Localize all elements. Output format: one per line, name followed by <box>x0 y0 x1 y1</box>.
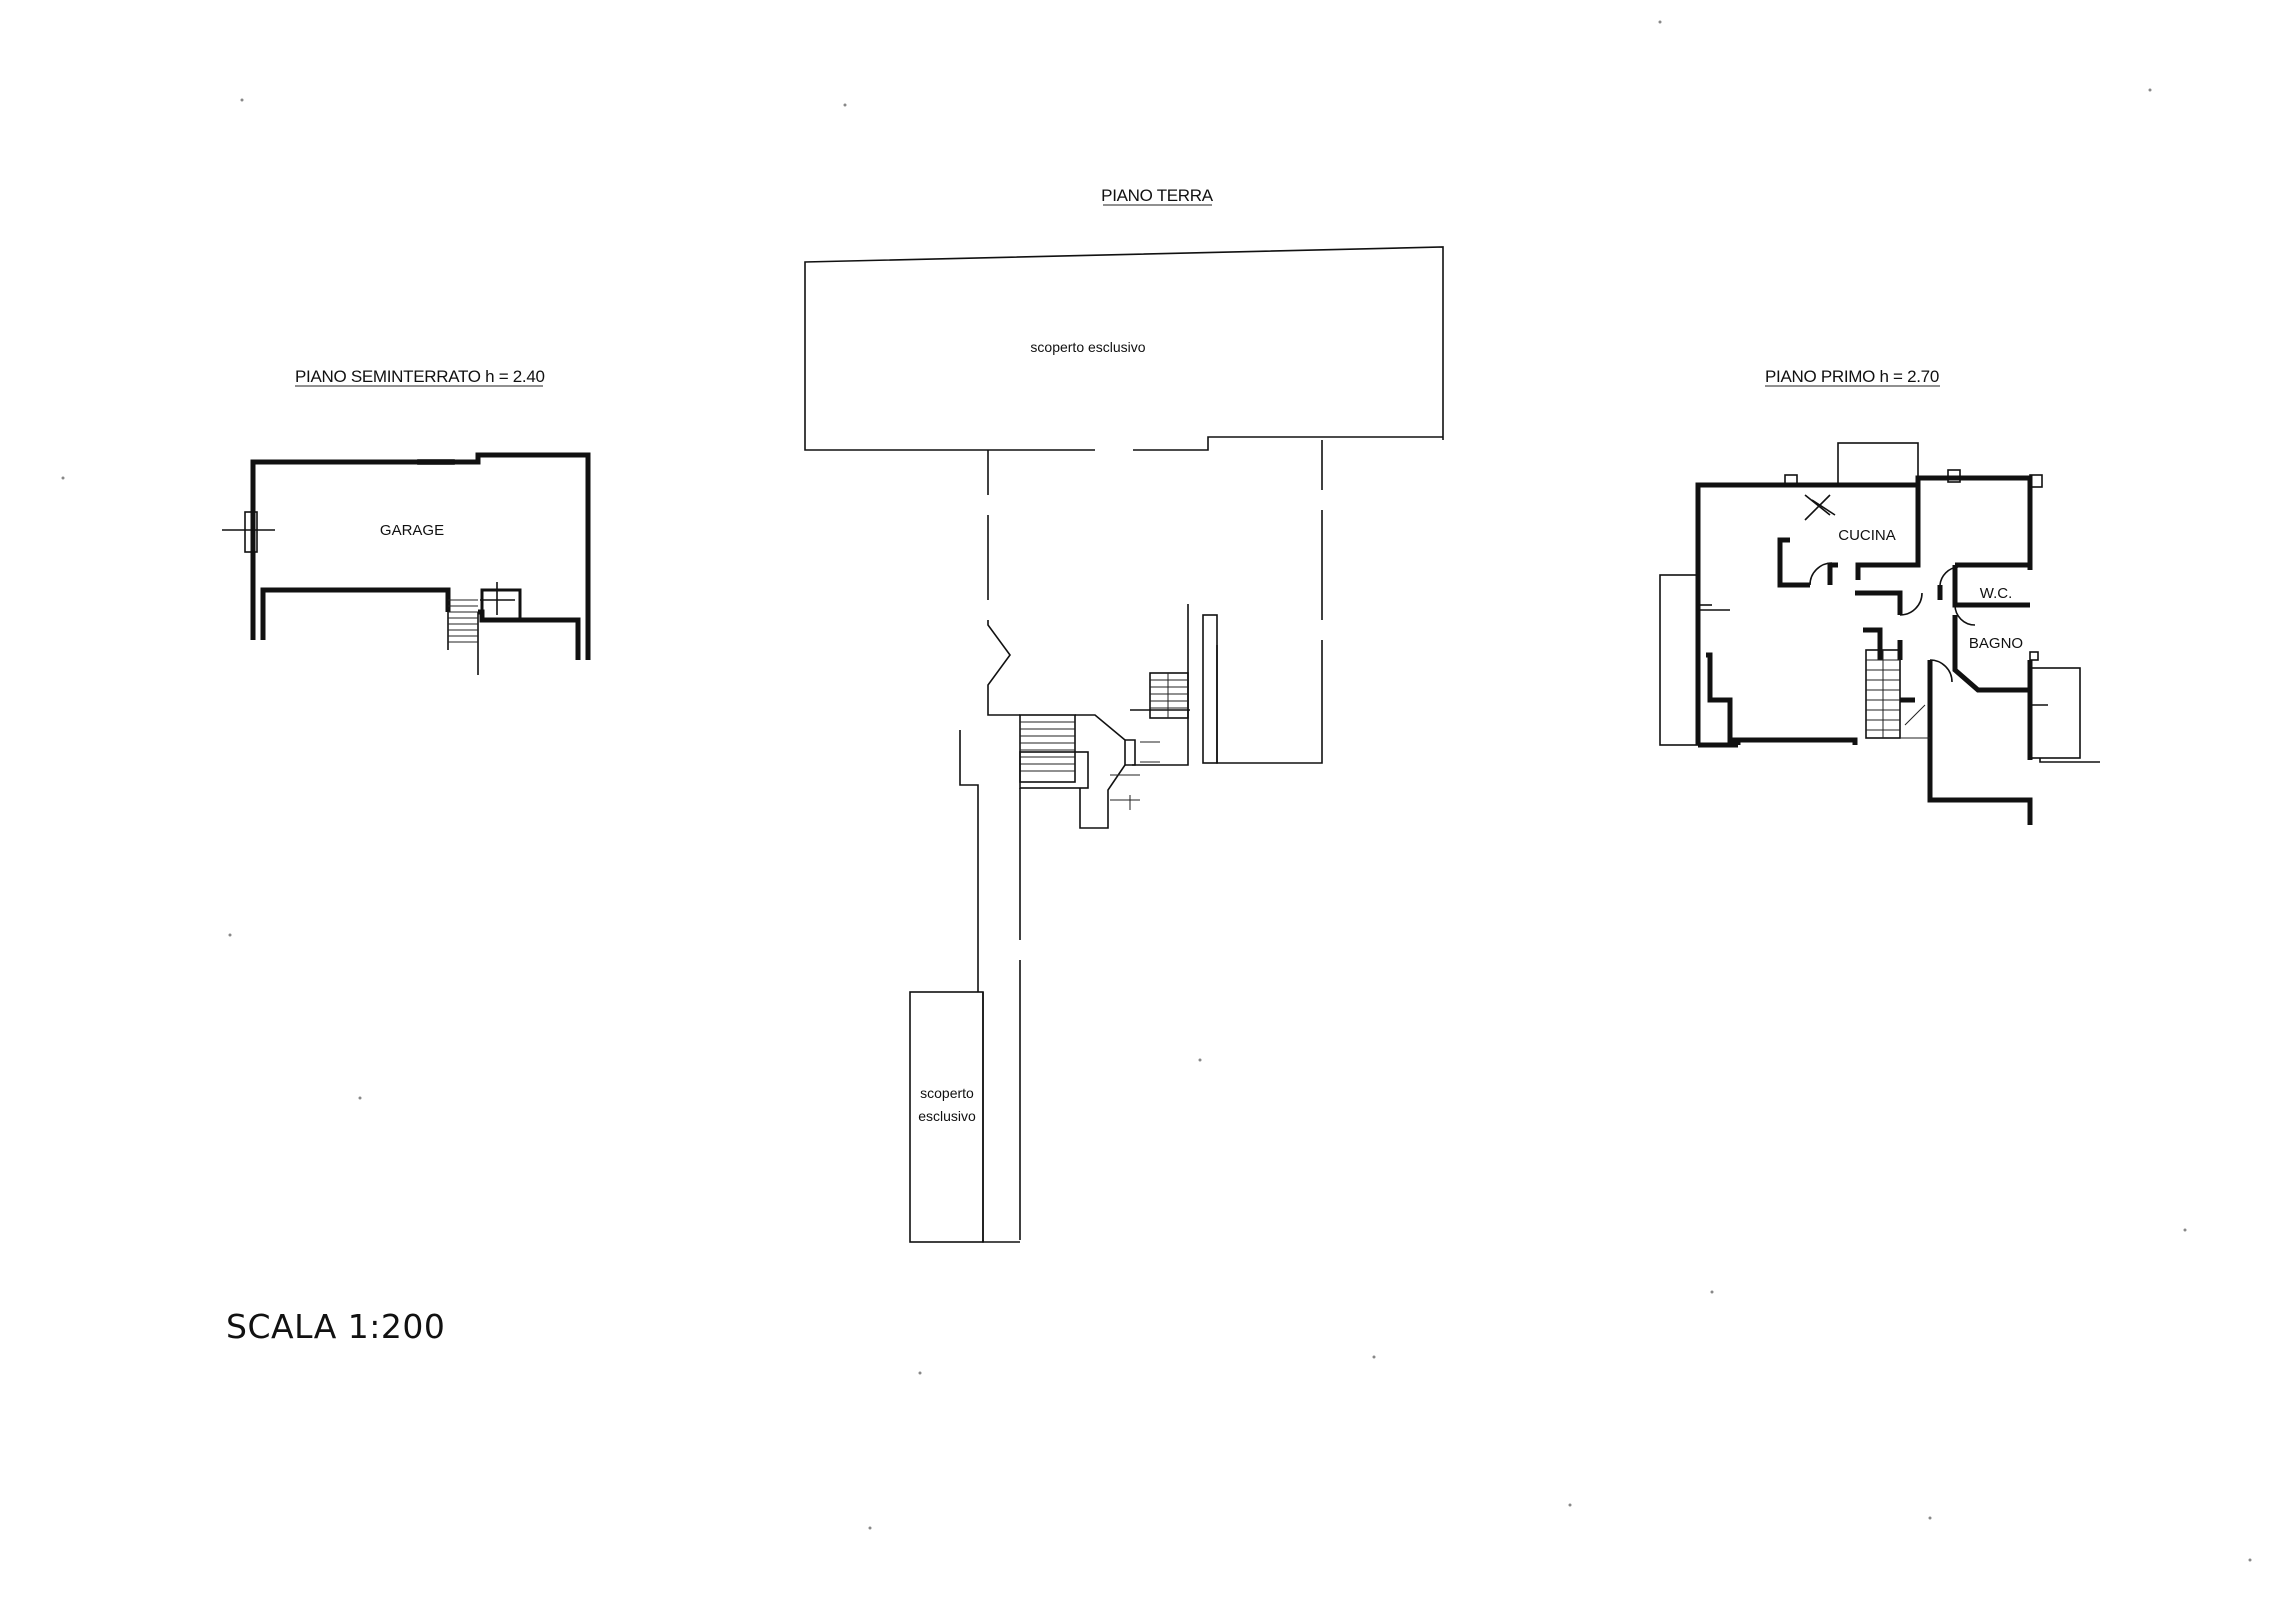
basement-walls <box>222 452 591 675</box>
ground-courtyard <box>987 440 1323 766</box>
kitchen-label: CUCINA <box>1838 527 1896 544</box>
scale-label: SCALA 1:200 <box>226 1307 445 1346</box>
top-yard-outline <box>804 246 1444 451</box>
wc-label: W.C. <box>1980 585 2013 602</box>
ground-plan-title: PIANO TERRA <box>1101 186 1214 205</box>
bottom-yard-label-line2: esclusivo <box>918 1108 976 1124</box>
bottom-yard-outline <box>909 991 984 1243</box>
basement-stairs <box>448 599 478 643</box>
first-plan-title: PIANO PRIMO h = 2.70 <box>1765 367 1939 386</box>
ground-access-path <box>959 730 1021 1243</box>
first-floor-plan: PIANO PRIMO h = 2.70 <box>1659 367 2100 825</box>
ground-stairs <box>1019 672 1189 829</box>
first-floor-details <box>1659 442 2100 763</box>
bath-label: BAGNO <box>1969 635 2023 652</box>
top-yard-label: scoperto esclusivo <box>1030 339 1145 355</box>
ground-floor-plan: PIANO TERRA scoperto esclusivo <box>804 186 1444 1243</box>
basement-plan: PIANO SEMINTERRATO h = 2.40 <box>222 367 591 675</box>
bottom-yard-label-line1: scoperto <box>920 1085 974 1101</box>
garage-label: GARAGE <box>380 522 444 539</box>
basement-plan-title: PIANO SEMINTERRATO h = 2.40 <box>295 367 545 386</box>
scan-speckles <box>61 20 2252 1562</box>
